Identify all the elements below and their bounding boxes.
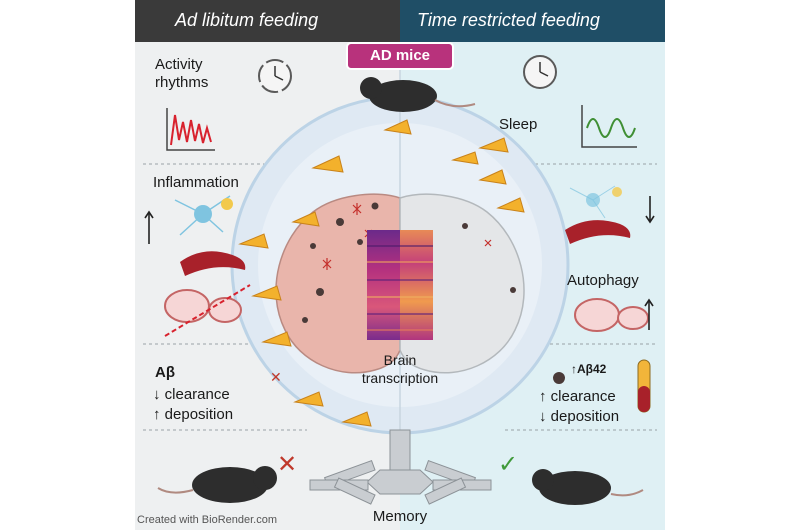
check-icon: ✓ (498, 450, 518, 478)
radial-maze (309, 429, 492, 505)
heatmap-right (400, 230, 433, 340)
sleep-rhythm-plot (581, 105, 637, 148)
small-cross-mark: ✕ (270, 370, 282, 386)
abeta-label: Aβ (155, 364, 175, 381)
right-header-bar (400, 0, 665, 42)
illustration-canvas: ✕ ✕ ✓ (135, 0, 665, 530)
deposition-left-label: ↑ deposition (153, 406, 234, 423)
brain-label-line1: Brain (383, 352, 417, 368)
right-header-title: Time restricted feeding (417, 10, 600, 30)
plaque-small-icon (553, 372, 565, 384)
blood-vessel-right (565, 220, 631, 244)
left-header-bar (135, 0, 400, 42)
mouse-bottom-right (532, 469, 644, 505)
clock-icon-right (523, 55, 557, 89)
arrow-up-inflammation (144, 210, 154, 244)
blood-tube-icon (637, 359, 651, 413)
activity-label-line1: Activity (155, 56, 203, 73)
amyloid-plaques (302, 202, 516, 323)
graphical-abstract: ✕ ✕ ✓ Ad libitum feeding Time restricted… (135, 0, 665, 530)
autophagy-cell-right (574, 298, 649, 332)
heatmap-texture (367, 245, 433, 331)
autophagy-cell-left (164, 284, 251, 337)
heatmap-left (367, 230, 400, 340)
inflammation-label: Inflammation (153, 174, 239, 191)
abeta42-label: ↑Aβ42 (571, 362, 607, 376)
autophagy-label: Autophagy (567, 272, 639, 289)
ad-mice-badge-shape (346, 42, 454, 70)
sleep-label: Sleep (499, 116, 538, 133)
clearance-left-label: ↓ clearance (153, 386, 230, 403)
left-header-title: Ad libitum feeding (175, 10, 319, 30)
cross-icon: ✕ (277, 450, 297, 478)
activity-label-line2: rhythms (155, 74, 209, 91)
brain-label-line2: transcription (361, 370, 439, 386)
mouse-top (360, 77, 476, 112)
clearance-right-label: ↑ clearance (539, 388, 616, 405)
glia-icon-left (174, 195, 233, 236)
clock-icon-left (258, 59, 292, 93)
memory-label: Memory (372, 508, 428, 525)
deposition-right-label: ↓ deposition (539, 408, 620, 425)
glia-icon-right (569, 185, 622, 219)
arrow-up-autophagy (644, 298, 654, 330)
ad-mice-badge: AD mice (369, 47, 431, 64)
arrow-down-inflammation-right (645, 196, 655, 224)
activity-rhythm-plot (166, 108, 215, 151)
blood-vessel-left (180, 251, 246, 276)
cheese-pieces (238, 119, 525, 427)
biorender-credit: Created with BioRender.com (137, 514, 278, 526)
mouse-bottom-left (157, 466, 277, 503)
